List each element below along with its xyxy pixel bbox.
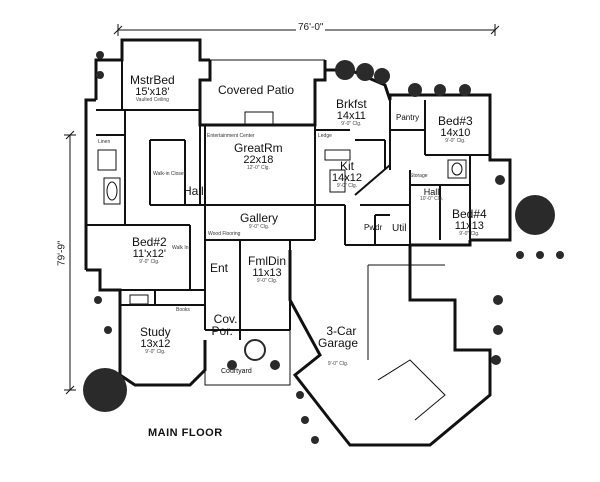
- room-covered-patio: Covered Patio: [218, 84, 294, 97]
- note-wood-flooring: Wood Flooring: [208, 231, 241, 237]
- room-name: Bed#4: [452, 207, 487, 221]
- room-hall-left: Hall: [183, 185, 204, 198]
- room-powder: Pwdr: [364, 223, 383, 232]
- room-name: Kit: [339, 159, 354, 173]
- room-name: Hall: [183, 184, 204, 198]
- room-entry: Ent: [210, 262, 228, 275]
- room-name: MstrBed: [130, 73, 175, 87]
- room-ceiling: 9'-0" Clg.: [248, 223, 270, 230]
- room-ceiling: 9'-0" Clg.: [327, 361, 349, 368]
- fixtures: [97, 111, 467, 305]
- room-ceiling: 9'-0" Clg.: [139, 259, 160, 266]
- room-name: Gallery: [240, 211, 279, 225]
- room-formal-dining: FmlDin 11x13 9'-0" Clg.: [248, 255, 286, 284]
- room-name: GreatRm: [234, 141, 283, 155]
- room-size: 22x18: [243, 153, 274, 166]
- note-walk-in-closet: Walk-in Closet: [153, 171, 186, 177]
- room-name: Ent: [210, 261, 229, 275]
- room-ceiling: 9'-0" Clg.: [145, 349, 166, 356]
- room-kitchen: Kit 14x12 9'-0" Clg.: [332, 160, 362, 189]
- room-name: Covered Patio: [218, 83, 295, 97]
- room-name: Courtyard: [221, 368, 252, 375]
- room-ceiling: 9'-0" Clg.: [445, 138, 466, 145]
- room-study: Study 13x12 9'-0" Clg.: [140, 326, 171, 355]
- room-name: Pantry: [396, 113, 420, 122]
- room-size: 14x12: [332, 171, 362, 184]
- room-hall-right: Hall 10'-0" Clg.: [420, 187, 444, 203]
- note-linen: Linen: [98, 139, 111, 145]
- room-great-room: GreatRm 22x18 12'-0" Clg.: [234, 142, 283, 171]
- room-ceiling: 12'-0" Clg.: [246, 165, 270, 172]
- floor-title: MAIN FLOOR: [148, 427, 223, 439]
- room-name: FmlDin: [248, 254, 286, 268]
- room-size: 15'x18': [135, 85, 170, 98]
- note-books: Books: [176, 307, 190, 313]
- room-ceiling: 9'-0" Clg.: [459, 231, 480, 238]
- interior-walls: [86, 40, 490, 340]
- room-ceiling: 10'-0" Clg.: [420, 196, 444, 203]
- room-size: 14x10: [440, 126, 471, 139]
- room-name: Pwdr: [364, 223, 383, 232]
- room-bedroom-3: Bed#3 14x10 9'-0" Clg.: [438, 115, 473, 144]
- room-covered-porch: Cov. Por.: [207, 300, 238, 339]
- room-name: Bed#3: [438, 114, 473, 128]
- room-size: 11x13: [252, 266, 282, 279]
- note-entertainment-center: Entertainment Center: [207, 133, 255, 139]
- room-name: 3-Car Garage: [318, 323, 359, 351]
- room-name: Brkfst: [336, 97, 367, 111]
- room-ceiling: 9'-0" Clg.: [256, 278, 278, 285]
- room-name: Study: [140, 325, 171, 339]
- room-name: Bed#2: [132, 235, 167, 249]
- room-size: 11x13: [454, 219, 484, 232]
- room-pantry: Pantry: [396, 113, 420, 122]
- room-three-car-garage: 3-Car Garage 9'-0" Clg.: [318, 312, 358, 380]
- room-ceiling: 9'-0" Clg.: [336, 183, 358, 190]
- room-breakfast: Brkfst 14x11 9'-0" Clg.: [336, 98, 367, 127]
- overall-width-dimension: 76'-0": [296, 22, 326, 34]
- room-gallery: Gallery 9'-0" Clg.: [240, 212, 278, 230]
- room-bedroom-4: Bed#4 11x13 9'-0" Clg.: [452, 208, 487, 237]
- note-storage: Storage: [410, 173, 428, 179]
- room-size: 14x11: [336, 109, 366, 122]
- room-name: Hall: [423, 187, 440, 197]
- room-ceiling: Vaulted Ceiling: [135, 97, 169, 104]
- depth-dimension-line: [64, 130, 76, 395]
- note-ledge: Ledge: [318, 133, 332, 139]
- room-name: Cov. Por.: [211, 311, 238, 339]
- note-walk-in: Walk In: [172, 245, 189, 251]
- overall-depth-dimension: 79'-9": [56, 238, 68, 268]
- room-ceiling: 9'-0" Clg.: [341, 121, 362, 128]
- room-name: Util: [392, 223, 407, 234]
- room-master-bedroom: MstrBed 15'x18' Vaulted Ceiling: [130, 74, 175, 103]
- room-size: 13x12: [140, 337, 171, 350]
- room-bedroom-2: Bed#2 11'x12' 9'-0" Clg.: [132, 236, 167, 265]
- room-courtyard: Courtyard: [221, 368, 252, 375]
- room-size: 11'x12': [132, 247, 167, 260]
- exterior-walls: [84, 38, 512, 447]
- room-utility: Util: [392, 223, 407, 235]
- landscaping: [83, 51, 564, 444]
